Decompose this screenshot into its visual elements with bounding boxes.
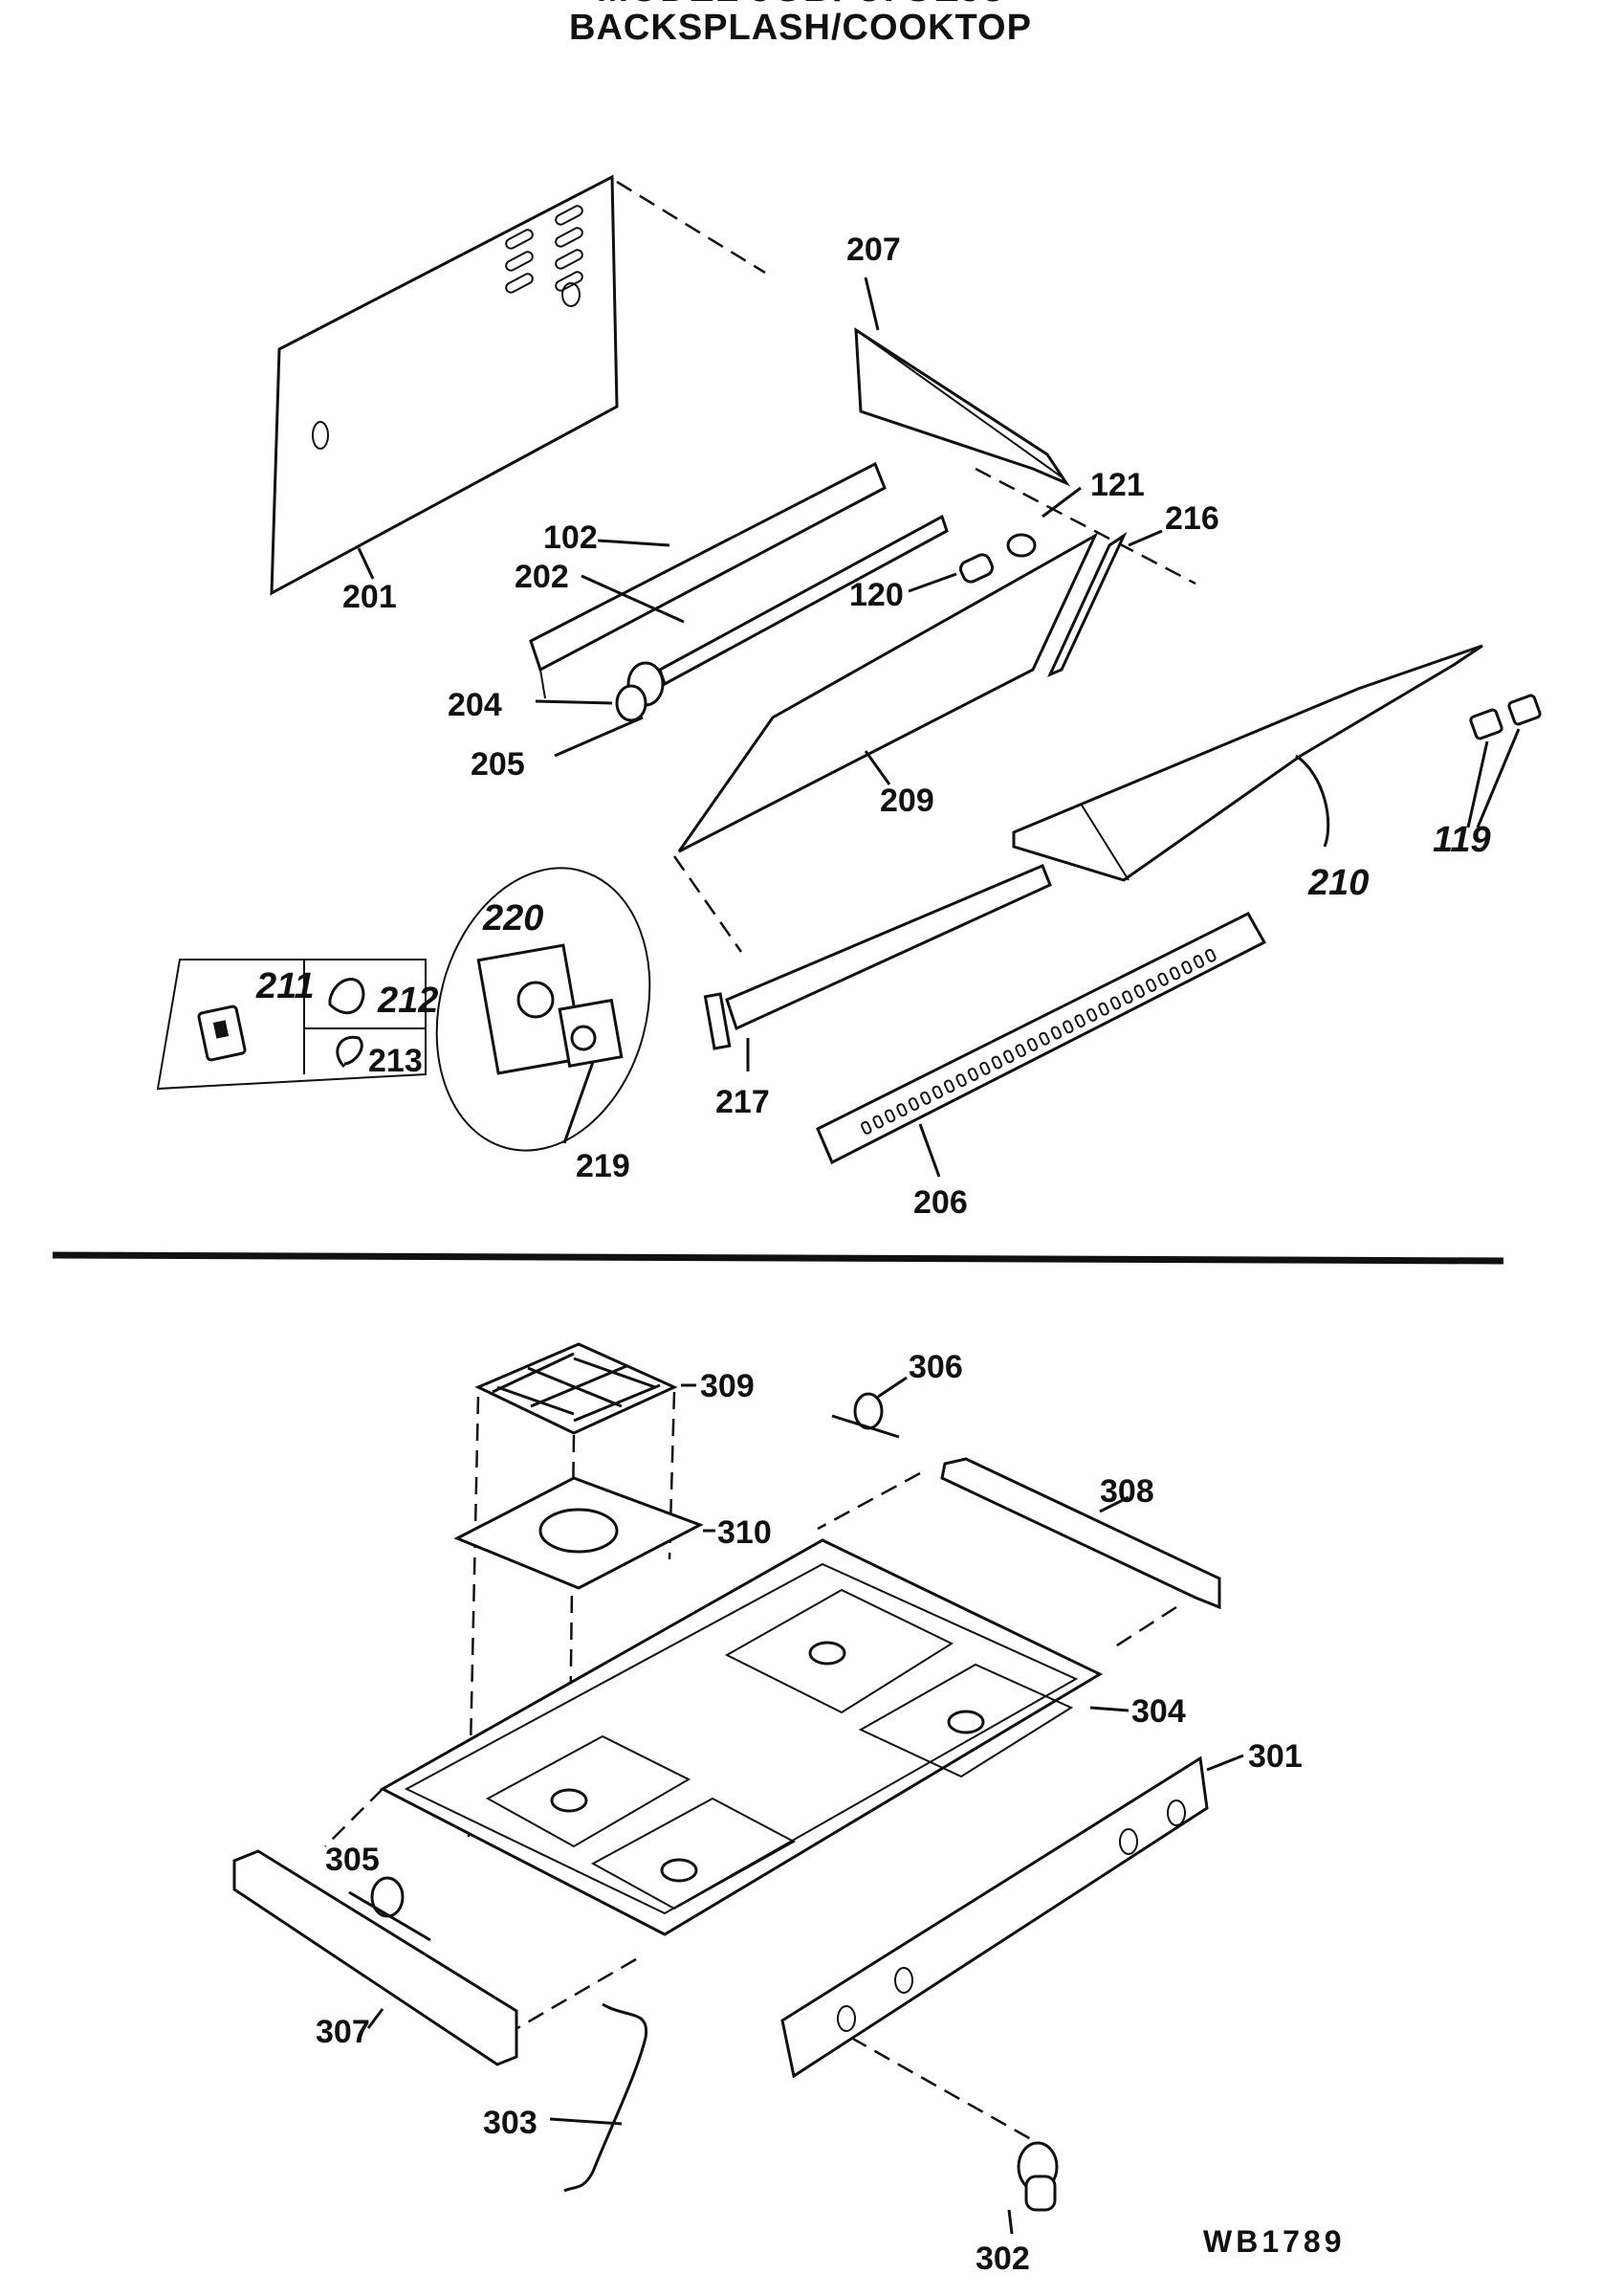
- vent-slot: [896, 1103, 908, 1117]
- vent-slot: [1015, 1044, 1026, 1058]
- callout-216: 216: [1165, 500, 1219, 537]
- callout-207: 207: [846, 232, 901, 268]
- callout-309: 309: [700, 1368, 755, 1404]
- vent-slot: [1157, 972, 1169, 986]
- callout-205: 205: [471, 746, 525, 783]
- vent-slot: [908, 1097, 920, 1111]
- part-204-lamp-holder: [535, 684, 647, 722]
- vent-slot: [1063, 1020, 1074, 1034]
- callout-212: 212: [377, 981, 438, 1021]
- callout-307: 307: [316, 2014, 370, 2050]
- part-220-clock-assembly: [435, 867, 651, 1152]
- vent-slot: [861, 1120, 872, 1135]
- callout-302: 302: [976, 2241, 1030, 2277]
- callout-210: 210: [1307, 863, 1369, 903]
- vent-slot: [932, 1085, 944, 1099]
- part-102-channel: [529, 461, 887, 699]
- vent-slot: [1074, 1014, 1086, 1028]
- part-120-starter: [908, 553, 995, 593]
- callout-310: 310: [717, 1514, 772, 1551]
- callout-304: 304: [1131, 1693, 1186, 1730]
- callout-119: 119: [1433, 820, 1491, 860]
- part-205-lamp-holder: [554, 716, 644, 758]
- callout-209: 209: [880, 783, 934, 819]
- vent-slot: [1145, 978, 1157, 992]
- section-title: BACKSPLASH/COOKTOP: [569, 8, 1032, 48]
- part-216-trim-strip: [1047, 529, 1163, 677]
- callout-301: 301: [1248, 1738, 1303, 1775]
- callout-204: 204: [448, 687, 502, 723]
- callout-306: 306: [909, 1349, 963, 1385]
- part-304-cooktop: [324, 1538, 1129, 2047]
- callout-211: 211: [255, 966, 315, 1006]
- part-307-front-trim: [232, 1849, 518, 2066]
- vent-slot: [1169, 966, 1181, 981]
- callout-219: 219: [576, 1148, 630, 1184]
- callout-220: 220: [482, 898, 543, 938]
- part-121-socket: [1006, 486, 1082, 558]
- callout-206: 206: [913, 1184, 968, 1221]
- callout-102: 102: [543, 519, 598, 556]
- part-217-side-rail: [703, 864, 1052, 1071]
- vent-slot: [920, 1091, 932, 1105]
- part-310-burner-bowl: [453, 1476, 715, 1590]
- part-210-control-panel: [1012, 644, 1483, 882]
- part-119-switches: [1466, 694, 1542, 828]
- vent-slot: [1109, 996, 1122, 1010]
- part-303-ignition-wire: [549, 2002, 648, 2193]
- callout-303: 303: [483, 2105, 537, 2141]
- callout-201: 201: [342, 579, 397, 615]
- parts-inset-box: [156, 959, 427, 1091]
- vent-slot: [991, 1055, 1003, 1070]
- vent-slot: [872, 1115, 884, 1129]
- part-207-end-bracket: [854, 276, 1196, 585]
- vent-slot: [1122, 990, 1133, 1004]
- vent-slot: [884, 1109, 896, 1123]
- part-201-back-panel: [270, 174, 766, 596]
- vent-slot: [1002, 1049, 1015, 1064]
- part-308-rear-trim: [817, 1457, 1221, 1652]
- section-divider: [52, 1251, 1504, 1265]
- part-206-vented-trim: [816, 912, 1267, 1178]
- vent-slot: [1026, 1038, 1039, 1051]
- vent-slot: [955, 1073, 967, 1088]
- part-302-burner-knob: [1007, 2141, 1059, 2235]
- callout-120: 120: [849, 577, 904, 613]
- vent-slot: [979, 1061, 991, 1075]
- callout-121: 121: [1090, 467, 1145, 503]
- vent-slot: [1133, 984, 1146, 999]
- callout-202: 202: [515, 559, 569, 595]
- vent-slot: [1086, 1008, 1098, 1022]
- diagram-reference-code: WB1789: [1203, 2224, 1346, 2259]
- vent-slot: [1205, 948, 1217, 962]
- part-209-glass-panel: [672, 532, 1099, 953]
- vent-slot: [1050, 1026, 1063, 1040]
- vent-slot: [1039, 1031, 1050, 1046]
- callout-217: 217: [715, 1084, 770, 1120]
- vent-slot: [1193, 955, 1205, 968]
- callout-308: 308: [1100, 1473, 1154, 1510]
- callout-305: 305: [325, 1842, 380, 1878]
- model-title: MODEL JGBP87GEJ3: [0, 0, 1601, 11]
- vent-slot: [1098, 1002, 1109, 1016]
- vent-slot: [1181, 960, 1193, 975]
- vent-slot: [943, 1079, 955, 1093]
- part-306-spark-electrode: [831, 1376, 908, 1439]
- callout-213: 213: [368, 1043, 423, 1079]
- vent-slot: [967, 1068, 979, 1081]
- part-305-spark-electrode: [348, 1876, 431, 1942]
- part-301-manifold-panel: [780, 1754, 1244, 2145]
